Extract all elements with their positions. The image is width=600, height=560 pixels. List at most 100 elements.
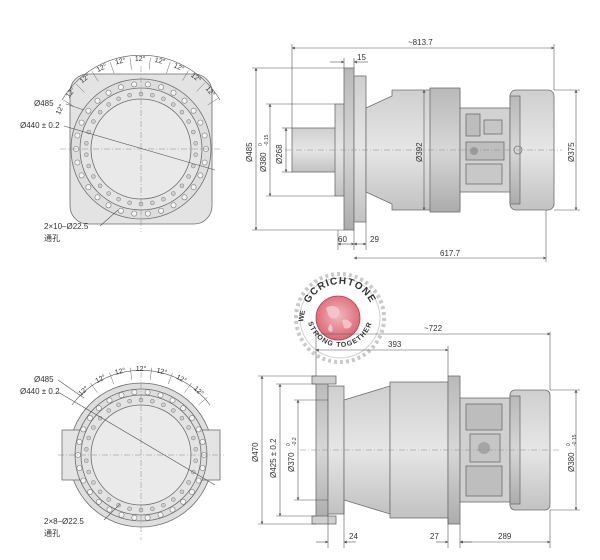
- inner-bolt-hole: [171, 191, 176, 196]
- diameter-pitch-label: Ø440 ± 0.2: [20, 121, 60, 130]
- bolt-hole: [157, 512, 164, 518]
- inner-bolt-hole: [84, 141, 89, 146]
- inner-bolt-hole: [171, 102, 176, 107]
- inner-bolt-hole: [84, 458, 89, 463]
- overall-length-label: ~722: [424, 324, 443, 333]
- d-right-tol2: -0.15: [572, 434, 578, 446]
- inner-bolt-hole: [186, 174, 191, 179]
- inner-bolt-hole: [161, 96, 166, 102]
- inner-bolt-hole: [97, 183, 103, 189]
- bolt-hole: [85, 107, 92, 114]
- bottom-flange-view: 12°12°12°12°12°12°12° Ø485 Ø440 ± 0.2 2×…: [20, 365, 224, 540]
- angle-tick: [148, 57, 151, 70]
- bolt-hole: [76, 465, 83, 471]
- bolt-hole: [190, 184, 197, 191]
- holes-note: 2×8–Ø22.5: [44, 517, 84, 526]
- inner-bolt-hole: [86, 435, 91, 441]
- angle-label: 12°: [94, 373, 107, 385]
- bolt-hole: [181, 194, 188, 201]
- inner-bolt-hole: [86, 163, 91, 169]
- dim-393-label: 393: [388, 340, 402, 349]
- bolt-hole: [190, 107, 197, 114]
- inner-bolt-hole: [193, 152, 198, 157]
- angle-label: 12°: [156, 366, 168, 376]
- dim-27-label: 27: [430, 532, 439, 541]
- top-side-view: ~813.7 15 Ø485 Ø380 0 -0.15 Ø268 Ø392 Ø3…: [245, 38, 580, 262]
- inner-bolt-hole: [150, 398, 155, 404]
- holes-note-sub: 通孔: [44, 528, 60, 538]
- angle-tick: [75, 83, 85, 93]
- bolt-hole: [169, 397, 176, 404]
- inner-bolt-hole: [186, 425, 191, 430]
- stamp-globe: [315, 295, 361, 341]
- bolt-hole: [95, 405, 102, 412]
- angle-label: 12°: [77, 384, 90, 397]
- watermark-stamp: GCRICHTONE STRONG TOGETHER WE: [294, 272, 386, 364]
- d-body-label: Ø392: [415, 142, 424, 162]
- angle-label: 12°: [192, 385, 205, 398]
- bolt-hole: [199, 465, 206, 471]
- bolt-hole: [105, 89, 112, 96]
- dim-60-label: 60: [338, 235, 347, 244]
- diameter-outer-label: Ø485: [34, 99, 54, 108]
- bolt-hole: [189, 415, 195, 421]
- inner-bolt-hole: [150, 92, 155, 98]
- d-pilot-tol: 0: [286, 443, 292, 446]
- bolt-hole: [181, 97, 188, 104]
- angle-tick: [63, 99, 74, 107]
- bolt-hole: [118, 392, 125, 398]
- bolt-hole: [80, 426, 87, 433]
- inner-bolt-hole: [179, 415, 185, 421]
- inner-bolt-hole: [171, 497, 176, 502]
- bolt-hole: [118, 512, 125, 518]
- inner-bolt-hole: [84, 447, 89, 452]
- bolt-hole: [180, 405, 187, 412]
- bolt-hole: [170, 202, 177, 209]
- inner-bolt-hole: [127, 506, 132, 512]
- bolt-hole: [94, 97, 101, 104]
- angle-label: 12°: [154, 56, 166, 66]
- bolt-hole: [199, 438, 206, 445]
- inner-bolt-hole: [127, 398, 132, 404]
- inner-bolt-hole: [106, 102, 111, 107]
- bolt-hole: [180, 498, 187, 505]
- inner-bolt-hole: [91, 425, 96, 430]
- bolt-hole: [105, 202, 112, 209]
- angle-tick: [91, 71, 99, 82]
- bolt-hole: [195, 426, 202, 433]
- bolt-hole: [131, 81, 138, 88]
- inner-bolt-hole: [127, 200, 132, 206]
- bolt-holes: [73, 81, 209, 217]
- d-motor-label: Ø375: [567, 142, 576, 162]
- angle-label: 12°: [114, 366, 126, 376]
- inner-bolt-hole: [161, 196, 166, 202]
- angle-tick: [167, 372, 173, 385]
- d-right-label: Ø380: [567, 452, 576, 472]
- bottom-side-view: ~722 393 Ø470 Ø425 ± 0.2 Ø370 0 -0.2 Ø38…: [251, 324, 580, 548]
- angle-tick: [109, 62, 115, 74]
- bolt-hole: [87, 415, 93, 421]
- inner-bolt-hole: [91, 480, 96, 485]
- top-flange-view: 12°12°12°12°12°12°12°12°12°12° Ø485 Ø440…: [20, 54, 222, 243]
- angle-tick: [196, 82, 206, 92]
- bolt-hole: [189, 489, 195, 495]
- d-flange-label: Ø485: [245, 142, 254, 162]
- angle-label: 12°: [95, 62, 108, 74]
- bolt-hole: [94, 194, 101, 201]
- bolt-hole: [87, 489, 93, 495]
- inner-bolt-hole: [150, 200, 155, 206]
- flange-thickness-label: 15: [357, 53, 366, 62]
- bolt-hole: [106, 506, 113, 513]
- d-pilot-tol2: -0.2: [292, 437, 298, 446]
- bolt-hole: [157, 392, 164, 398]
- bolt-hole: [144, 210, 151, 217]
- bolt-hole: [74, 132, 81, 139]
- stamp-left-text: WE: [298, 310, 307, 323]
- bolt-hole: [144, 81, 151, 88]
- inner-bolt-hole: [186, 480, 191, 485]
- bolt-hole: [158, 84, 164, 91]
- flange-boss: [353, 75, 367, 223]
- angle-tick: [150, 367, 152, 380]
- angle-label: 12°: [135, 55, 146, 63]
- angle-label: 12°: [54, 103, 66, 116]
